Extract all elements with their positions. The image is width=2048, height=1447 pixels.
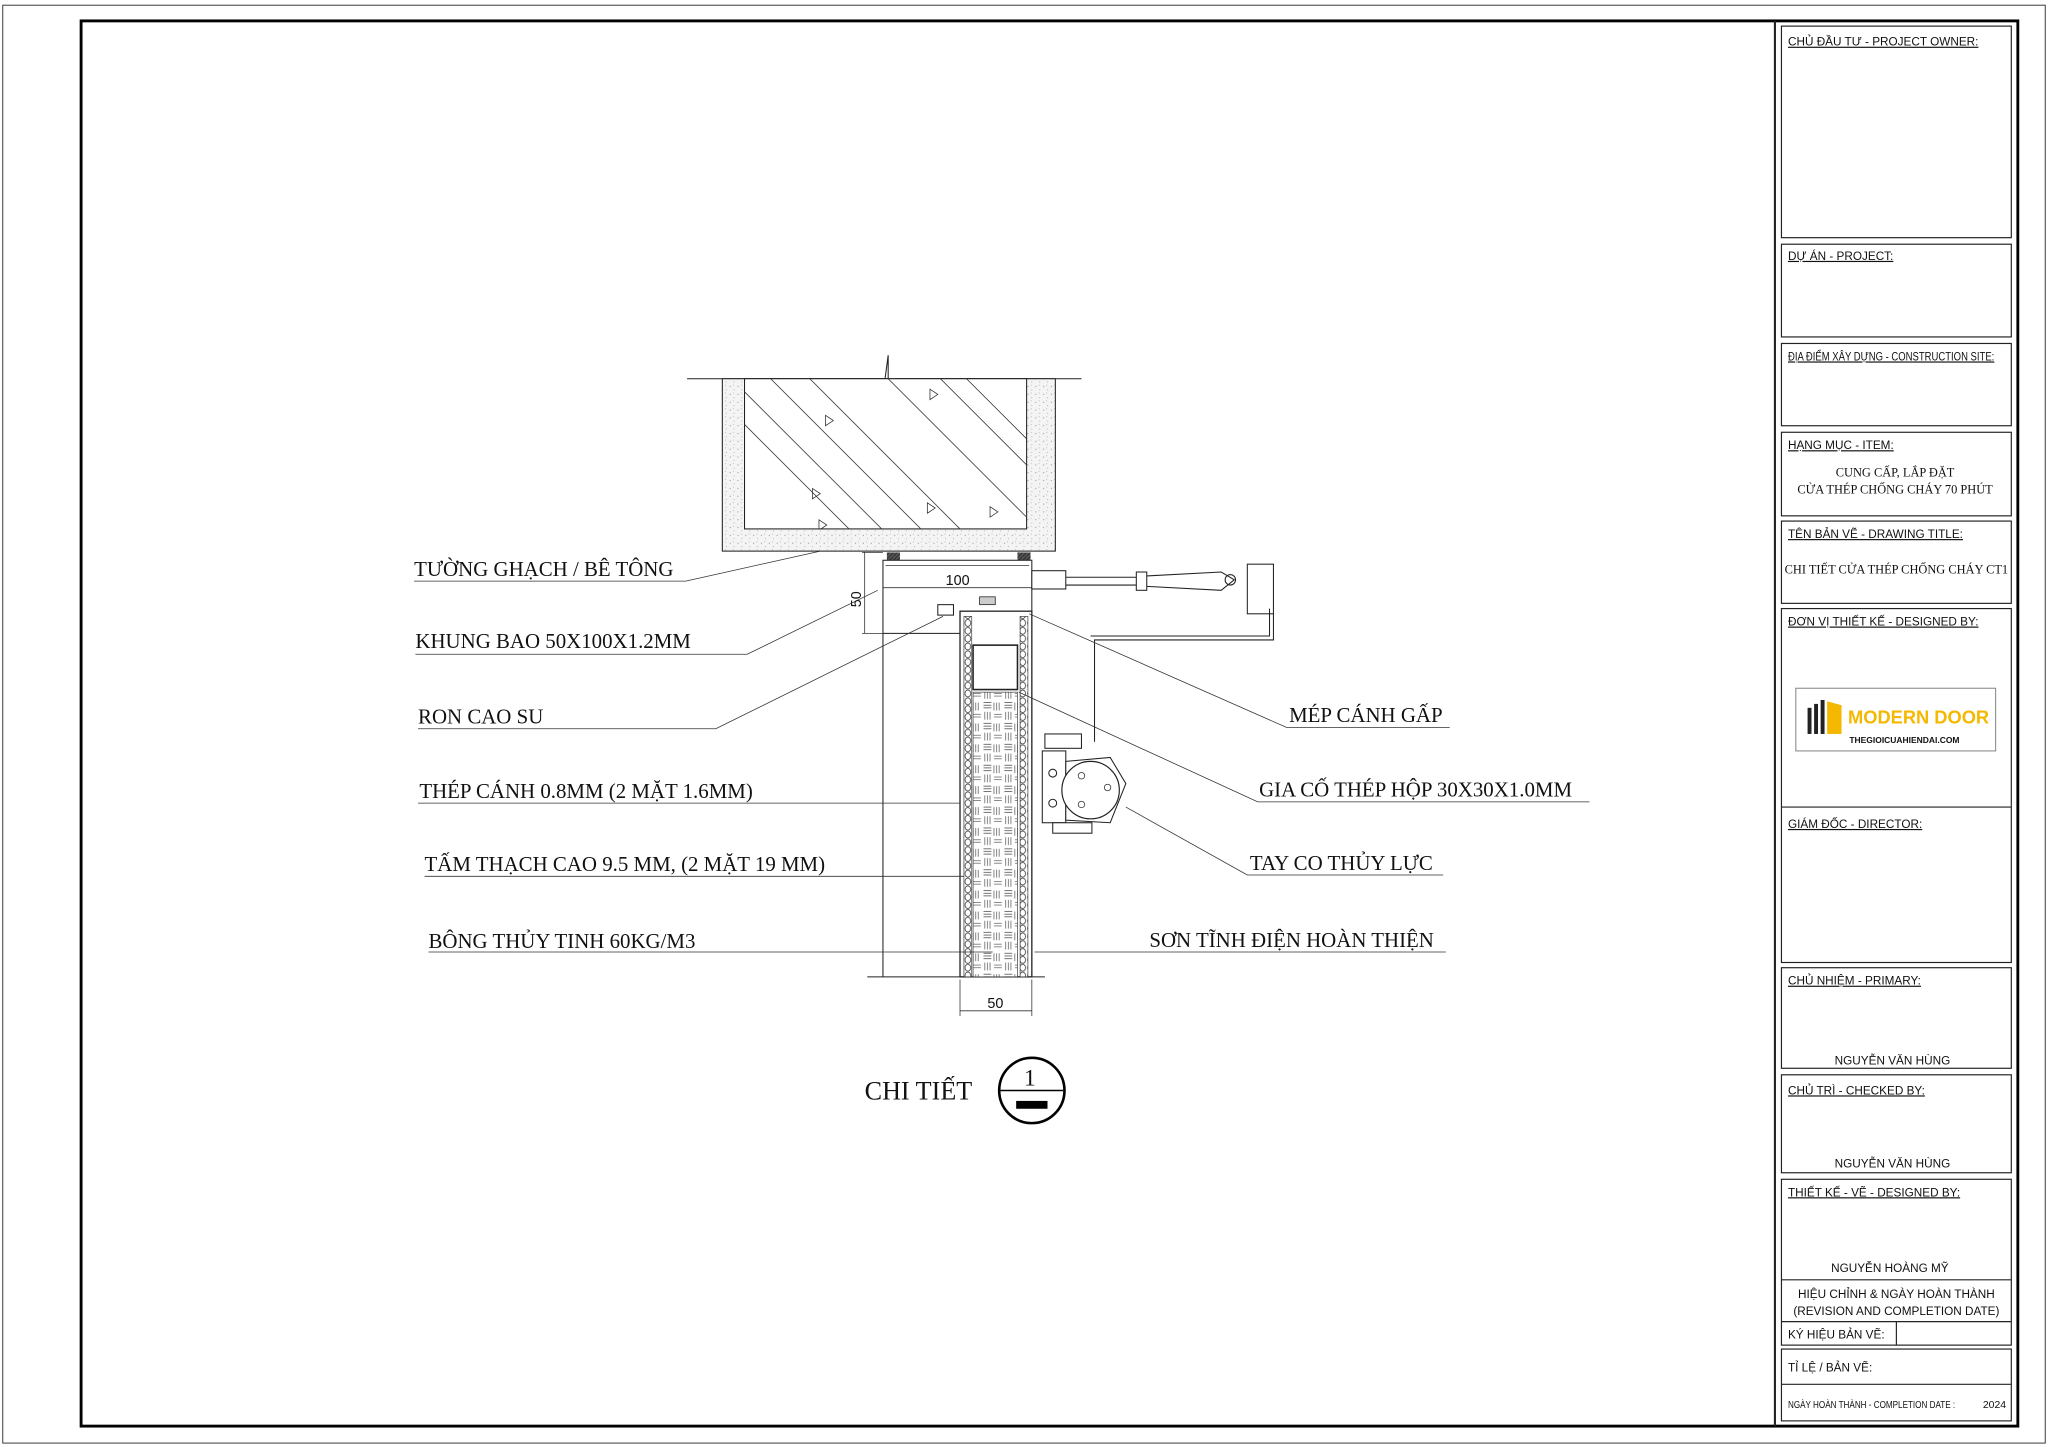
- dimension-frame-width: 100: [946, 573, 970, 589]
- label-glass-wool: BÔNG THỦY TINH 60KG/M3: [428, 929, 695, 953]
- label-leaf-steel: THÉP CÁNH 0.8MM (2 MẶT 1.6MM): [419, 779, 752, 803]
- revision-line-1: HIỆU CHỈNH & NGÀY HOÀN THÀNH: [1798, 1288, 1995, 1301]
- primary-name: NGUYỄN VĂN HÙNG: [1835, 1054, 1951, 1067]
- label-frame: KHUNG BAO 50X100X1.2MM: [415, 629, 690, 653]
- label-folded-edge: MÉP CÁNH GẤP: [1289, 703, 1443, 727]
- reinforcement-box: [972, 644, 1019, 691]
- svg-text:THEGIOICUAHIENDAI.COM: THEGIOICUAHIENDAI.COM: [1849, 735, 1959, 745]
- leader-lines: [414, 550, 1590, 953]
- scale-label: TỈ LỆ / BẢN VẼ:: [1788, 1361, 1872, 1374]
- completion-year: 2024: [1983, 1400, 2006, 1411]
- title-block-text: CHỦ ĐẦU TƯ - PROJECT OWNER: DỰ ÁN - PROJ…: [1785, 36, 2008, 1411]
- label-gypsum: TẤM THẠCH CAO 9.5 MM, (2 MẶT 19 MM): [425, 852, 826, 876]
- detail-drawing: 50 100 50: [414, 355, 1590, 1125]
- wall-concrete: [744, 378, 1028, 530]
- completion-label: NGÀY HOÀN THÀNH - COMPLETION DATE :: [1788, 1400, 1955, 1411]
- designer-label: THIẾT KẾ - VẼ - DESIGNED BY:: [1788, 1186, 1960, 1199]
- project-label: DỰ ÁN - PROJECT:: [1788, 250, 1893, 263]
- checked-name: NGUYỄN VĂN HÙNG: [1835, 1158, 1951, 1171]
- label-powder-coat: SƠN TĨNH ĐIỆN HOÀN THIỆN: [1149, 928, 1433, 952]
- label-wall: TƯỜNG GHẠCH / BÊ TÔNG: [414, 557, 673, 581]
- inner-frame: [79, 19, 2020, 1428]
- revision-line-2: (REVISION AND COMPLETION DATE): [1793, 1305, 1999, 1318]
- drawing-title-label: TÊN BẢN VẼ - DRAWING TITLE:: [1788, 528, 1963, 541]
- door-closer: [1031, 563, 1274, 834]
- detail-number: 1: [1024, 1065, 1036, 1091]
- owner-label: CHỦ ĐẦU TƯ - PROJECT OWNER:: [1788, 36, 1978, 49]
- detail-title: CHI TIẾT: [865, 1077, 973, 1106]
- detail-marker: 1: [997, 1056, 1066, 1125]
- label-closer: TAY CO THỦY LỰC: [1250, 851, 1433, 875]
- site-label: ĐỊA ĐIỂM XÂY DỰNG - CONSTRUCTION SITE:: [1788, 350, 1994, 363]
- dimension-leaf-thickness: 50: [987, 996, 1003, 1012]
- drawing-title: CHI TIẾT CỬA THÉP CHỐNG CHÁY CT1: [1785, 561, 2008, 576]
- item-label: HẠNG MỤC - ITEM:: [1788, 439, 1894, 452]
- designed-by-unit-label: ĐƠN VỊ THIẾT KẾ - DESIGNED BY:: [1788, 616, 1979, 629]
- primary-label: CHỦ NHIỆM - PRIMARY:: [1788, 975, 1921, 988]
- company-logo: MODERN DOOR THEGIOICUAHIENDAI.COM: [1795, 687, 1997, 752]
- dimension-frame-depth: 50: [849, 591, 865, 607]
- item-line-1: CUNG CẤP, LẮP ĐẶT: [1836, 465, 1955, 480]
- checked-label: CHỦ TRÌ - CHECKED BY:: [1788, 1084, 1925, 1097]
- svg-text:MODERN DOOR: MODERN DOOR: [1848, 707, 1989, 728]
- label-rubber-gasket: RON CAO SU: [418, 704, 543, 728]
- glass-wool: [972, 691, 1018, 978]
- title-block: [1773, 20, 2012, 1427]
- item-line-2: CỬA THÉP CHỐNG CHÁY 70 PHÚT: [1797, 482, 1993, 497]
- outer-border: [2, 4, 2046, 1444]
- director-label: GIÁM ĐỐC - DIRECTOR:: [1788, 817, 1922, 831]
- designer-name: NGUYỄN HOÀNG MỸ: [1831, 1262, 1949, 1275]
- label-reinforcement: GIA CỐ THÉP HỘP 30X30X1.0MM: [1259, 778, 1572, 802]
- sheet-code-label: KÝ HIỆU BẢN VẼ:: [1788, 1329, 1885, 1342]
